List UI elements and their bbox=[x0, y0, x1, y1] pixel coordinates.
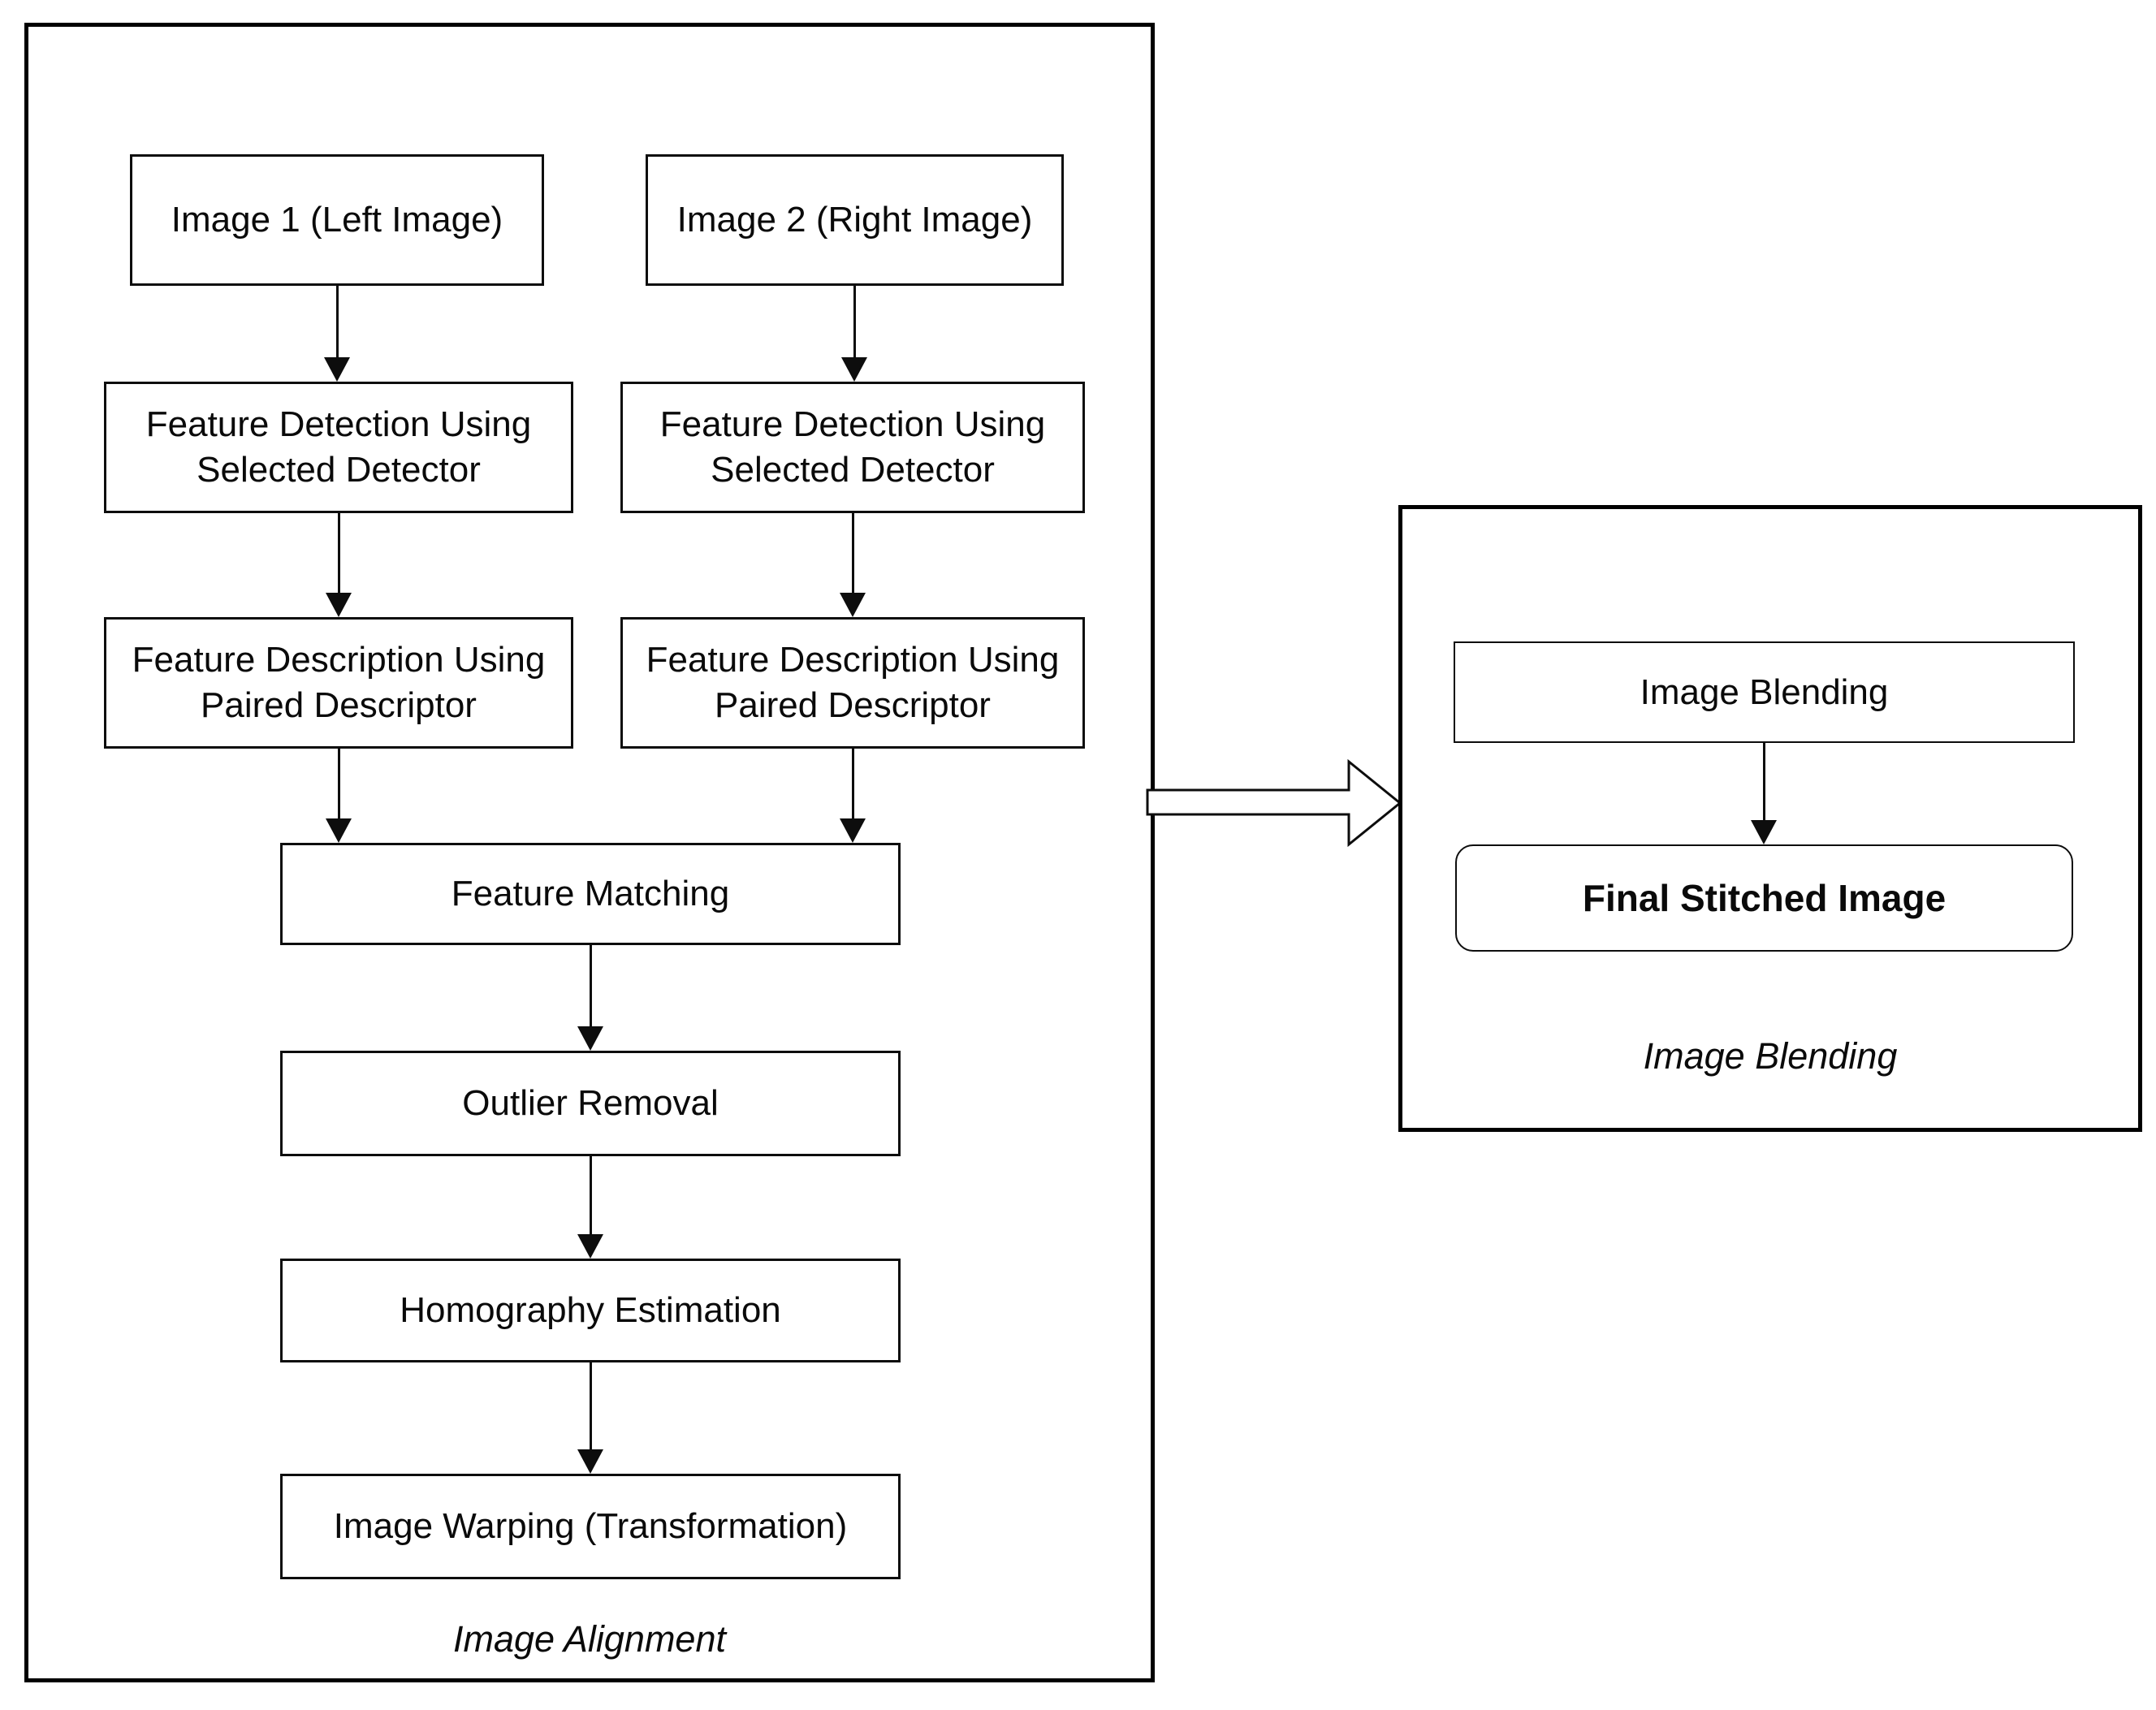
arrow-line bbox=[851, 749, 854, 822]
arrow-head bbox=[840, 593, 866, 617]
arrow-blending-to-final bbox=[1751, 743, 1777, 844]
arrow-line bbox=[589, 945, 592, 1030]
arrow-head bbox=[326, 818, 352, 843]
arrow-detection-to-description-right bbox=[840, 513, 866, 617]
block-arrow-shape bbox=[1146, 758, 1402, 848]
arrow-line bbox=[335, 286, 339, 361]
node-image-blending: Image Blending bbox=[1454, 641, 2075, 743]
arrow-head bbox=[577, 1234, 603, 1259]
arrow-head bbox=[326, 593, 352, 617]
arrow-head bbox=[1751, 820, 1777, 844]
arrow-head bbox=[841, 357, 867, 382]
arrow-head bbox=[577, 1449, 603, 1474]
image-alignment-caption: Image Alignment bbox=[452, 1618, 726, 1660]
node-feature-matching: Feature Matching bbox=[280, 843, 901, 945]
arrow-image1-to-detection bbox=[324, 286, 350, 382]
arrow-matching-to-outlier bbox=[577, 945, 603, 1051]
arrow-homography-to-warping bbox=[577, 1362, 603, 1474]
arrow-line bbox=[853, 286, 856, 361]
arrow-line bbox=[1762, 743, 1765, 823]
node-homography-estimation: Homography Estimation bbox=[280, 1259, 901, 1362]
arrow-description-to-matching-left bbox=[326, 749, 352, 843]
node-image-1: Image 1 (Left Image) bbox=[130, 154, 544, 286]
node-outlier-removal: Outlier Removal bbox=[280, 1051, 901, 1156]
node-image-2: Image 2 (Right Image) bbox=[646, 154, 1064, 286]
arrow-head bbox=[577, 1026, 603, 1051]
image-blending-caption: Image Blending bbox=[1643, 1035, 1898, 1077]
arrow-line bbox=[589, 1362, 592, 1453]
arrow-line bbox=[589, 1156, 592, 1237]
arrow-description-to-matching-right bbox=[840, 749, 866, 843]
arrow-image2-to-detection bbox=[841, 286, 867, 382]
arrow-line bbox=[337, 749, 340, 822]
image-blending-panel bbox=[1398, 505, 2142, 1132]
arrow-line bbox=[337, 513, 340, 596]
node-feature-detection-right: Feature Detection Using Selected Detecto… bbox=[620, 382, 1085, 513]
arrow-detection-to-description-left bbox=[326, 513, 352, 617]
arrow-line bbox=[851, 513, 854, 596]
node-feature-detection-left: Feature Detection Using Selected Detecto… bbox=[104, 382, 573, 513]
block-arrow-alignment-to-blending bbox=[1146, 758, 1402, 848]
arrow-head bbox=[840, 818, 866, 843]
node-final-stitched-image: Final Stitched Image bbox=[1455, 844, 2073, 952]
node-image-warping: Image Warping (Transformation) bbox=[280, 1474, 901, 1579]
arrow-head bbox=[324, 357, 350, 382]
arrow-outlier-to-homography bbox=[577, 1156, 603, 1259]
node-feature-description-right: Feature Description Using Paired Descrip… bbox=[620, 617, 1085, 749]
node-feature-description-left: Feature Description Using Paired Descrip… bbox=[104, 617, 573, 749]
